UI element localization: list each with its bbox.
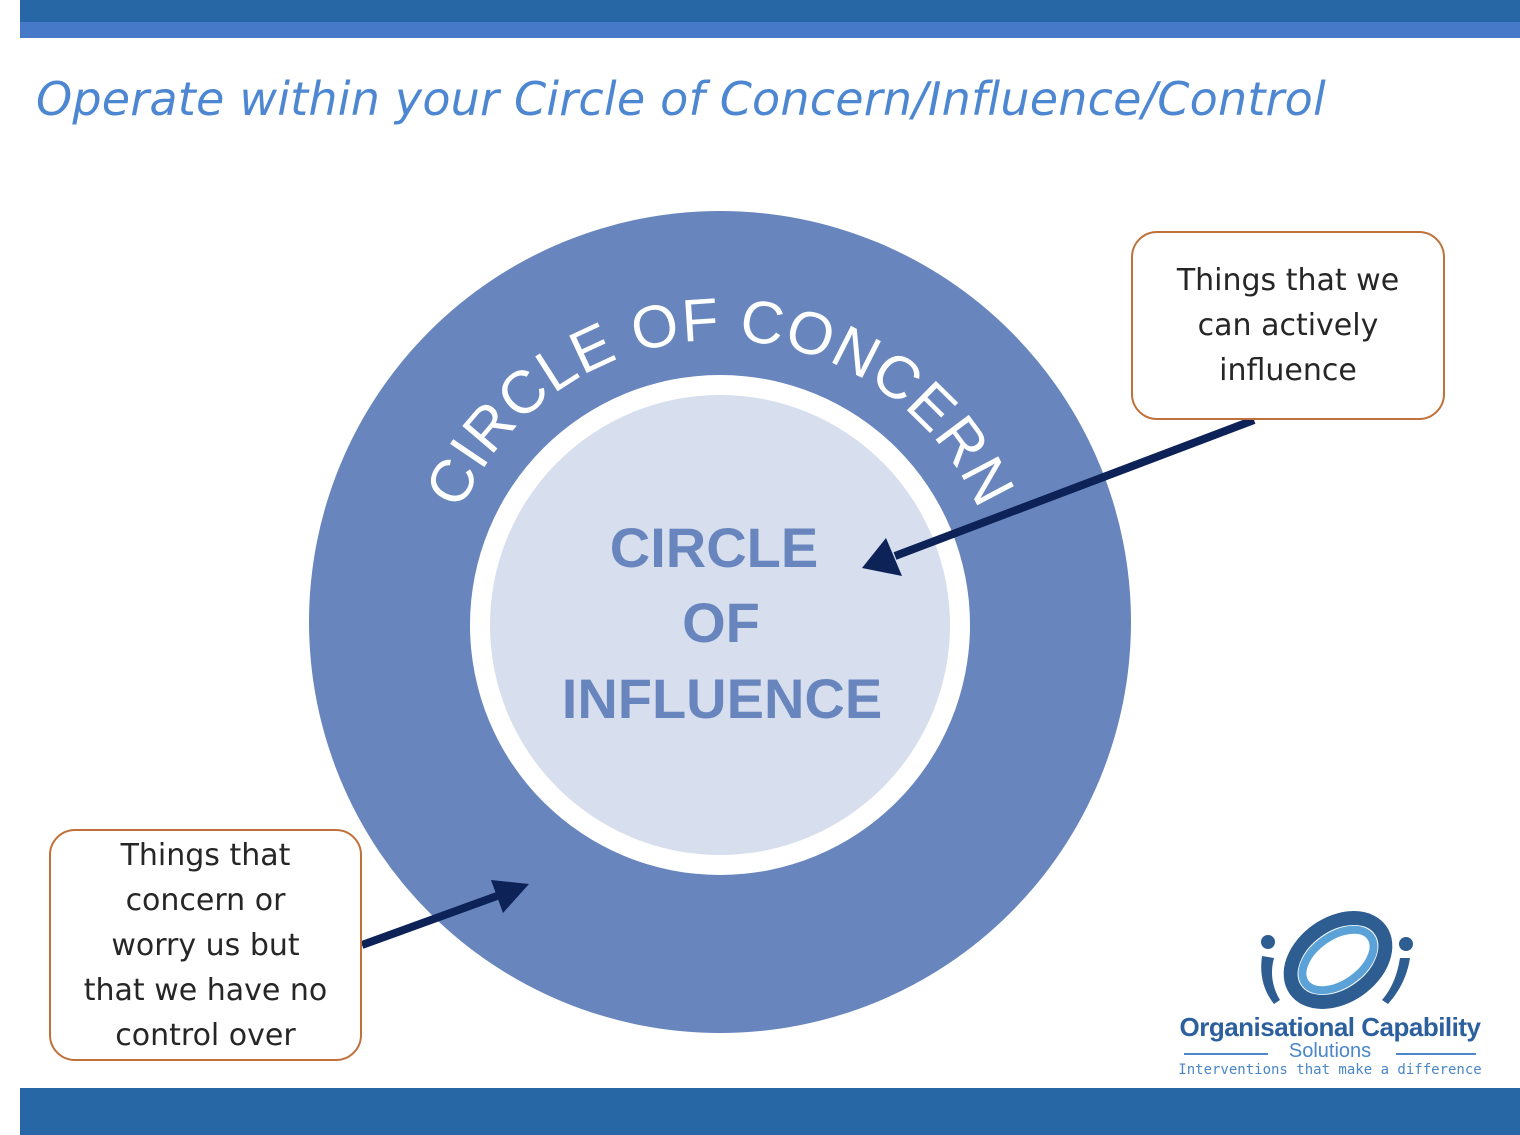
circle-of-influence (490, 395, 950, 855)
influence-callout: Things that we can actively influence (1131, 231, 1445, 420)
logo-emblem-icon (1261, 911, 1413, 1009)
bottom-banner (20, 1088, 1520, 1135)
logo-tagline: Interventions that make a difference (1178, 1062, 1482, 1078)
arrow-to-concern (360, 880, 529, 949)
influence-label-line-2: OF (682, 591, 760, 654)
concern-callout: Things that concern or worry us but that… (49, 829, 362, 1061)
arrow-to-influence (862, 416, 1256, 576)
influence-label-line-1: CIRCLE (610, 516, 818, 579)
concern-callout-text: Things that concern or worry us but that… (83, 837, 328, 1053)
influence-label-line-3: INFLUENCE (562, 667, 882, 730)
influence-callout-text: Things that we can actively influence (1176, 263, 1400, 388)
logo-company-name: Organisational Capability (1179, 1012, 1481, 1042)
logo-divider-right (1396, 1053, 1476, 1055)
company-logo: Organisational Capability Solutions Inte… (1170, 900, 1490, 1085)
top-banner-light (20, 22, 1520, 38)
slide-title: Operate within your Circle of Concern/In… (36, 72, 1326, 126)
logo-company-sub: Solutions (1288, 1040, 1372, 1062)
top-banner-dark (20, 0, 1520, 22)
logo-divider-left (1184, 1053, 1268, 1055)
